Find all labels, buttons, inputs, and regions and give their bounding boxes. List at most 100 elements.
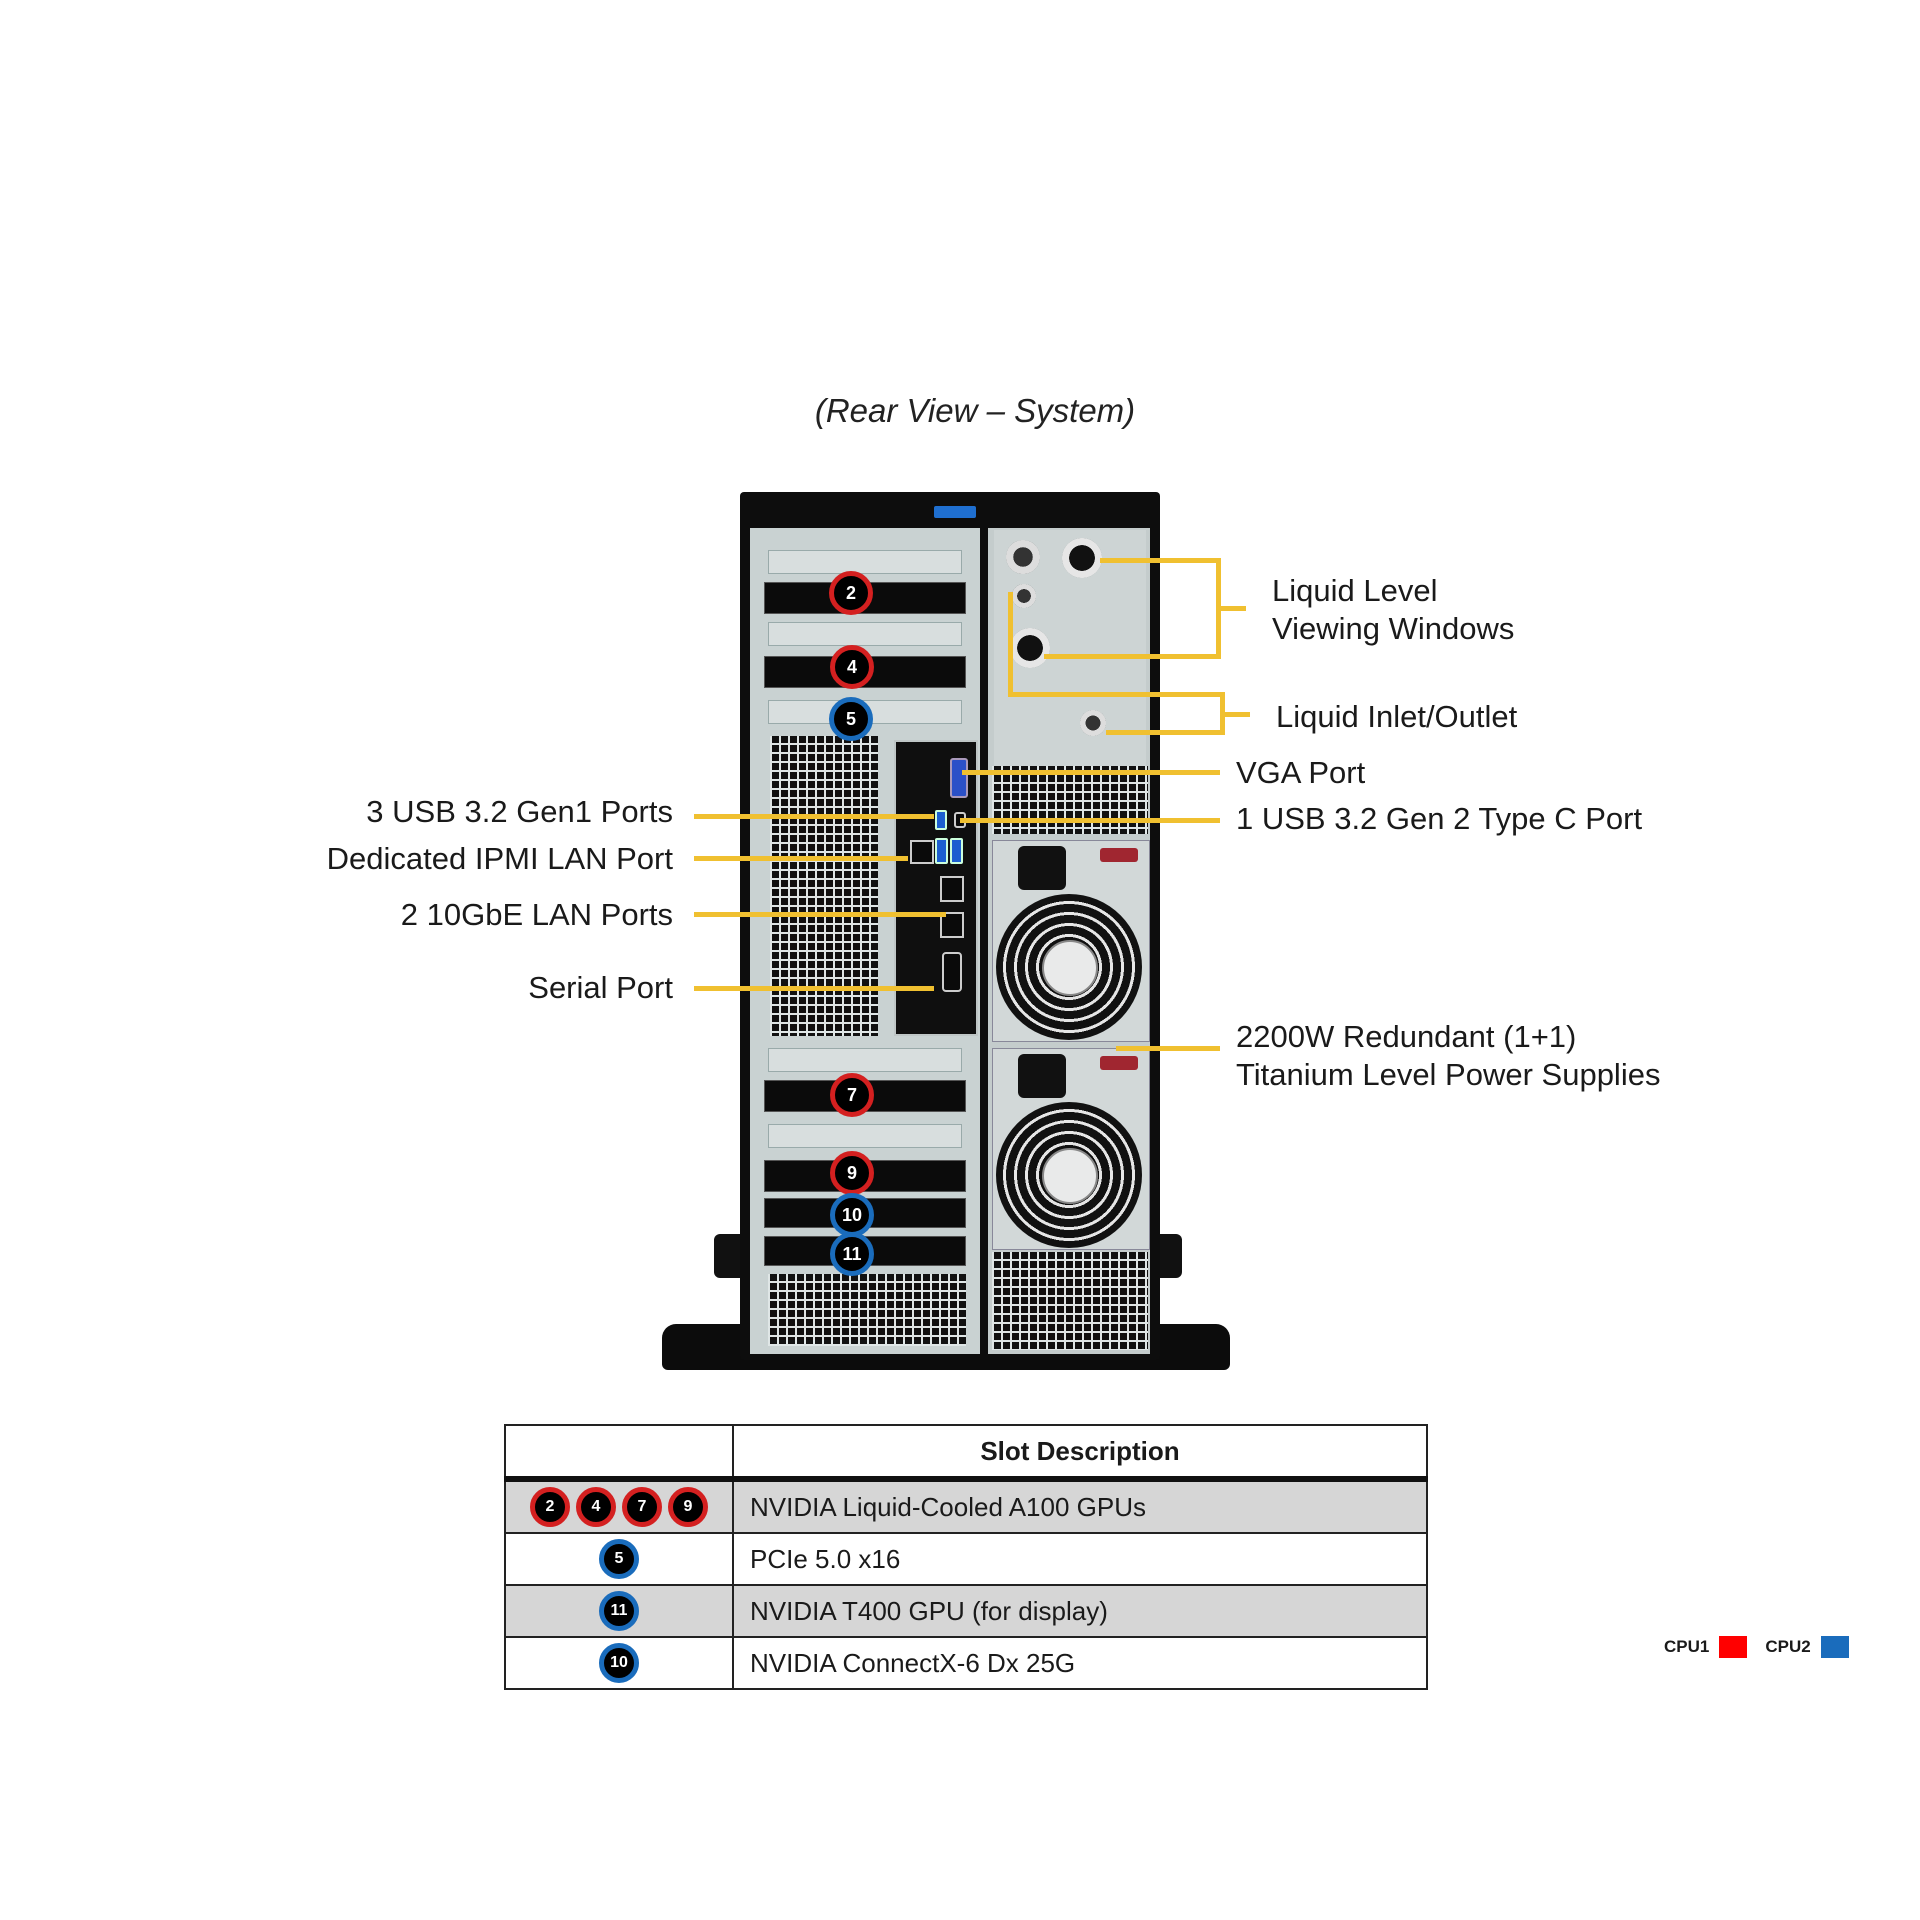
slot-badge-10: 10 — [830, 1193, 874, 1237]
slot-badges-cell: 5 — [504, 1532, 734, 1586]
slot-description: NVIDIA Liquid-Cooled A100 GPUs — [732, 1478, 1428, 1534]
liquid-level-window-1 — [1062, 538, 1102, 578]
slot-badge: 2 — [530, 1487, 570, 1527]
slot-bracket-blank — [768, 1124, 962, 1148]
vent-grille — [770, 736, 878, 1036]
callout-line — [694, 912, 946, 917]
callout-line — [1216, 606, 1246, 611]
vent-grille-bottom — [768, 1274, 966, 1346]
slot-number: 10 — [841, 1204, 863, 1225]
table-header-row: Slot Description — [504, 1424, 1428, 1482]
usb-port — [935, 838, 948, 864]
slot-description-table: Slot Description 2 4 7 9 NVIDIA Liquid-C… — [504, 1424, 1428, 1690]
slot-number: 7 — [846, 1084, 857, 1105]
label-line: Titanium Level Power Supplies — [1236, 1057, 1661, 1092]
label-line: Viewing Windows — [1272, 611, 1515, 646]
slot-number: 4 — [846, 656, 857, 677]
slot-number: 7 — [637, 1498, 647, 1515]
liquid-level-window-2 — [1010, 628, 1050, 668]
table-row: 5 PCIe 5.0 x16 — [504, 1532, 1428, 1586]
callout-line — [1044, 654, 1220, 659]
slot-number: 4 — [591, 1498, 601, 1515]
header-slots — [504, 1424, 734, 1482]
callout-line — [1100, 558, 1220, 563]
brand-logo — [934, 506, 976, 518]
callout-line — [694, 856, 908, 861]
slot-number: 2 — [545, 1498, 555, 1515]
slot-badge-5: 5 — [829, 697, 873, 741]
slot-description: NVIDIA T400 GPU (for display) — [732, 1584, 1428, 1638]
label-usb-type-c-port: 1 USB 3.2 Gen 2 Type C Port — [1236, 801, 1643, 836]
usb-port — [950, 838, 963, 864]
slot-number: 5 — [845, 708, 856, 729]
callout-line — [1008, 692, 1224, 697]
slot-badge: 5 — [599, 1539, 639, 1579]
power-inlet-1 — [1018, 846, 1066, 890]
slot-number: 2 — [845, 582, 856, 603]
slot-badge: 9 — [668, 1487, 708, 1527]
slot-number: 11 — [610, 1602, 628, 1619]
slot-badge-4: 4 — [830, 645, 874, 689]
liquid-inlet — [1012, 584, 1036, 608]
slot-number: 5 — [614, 1550, 624, 1567]
slot-bracket-blank — [768, 1048, 962, 1072]
callout-line — [962, 770, 1220, 775]
label-vga-port: VGA Port — [1236, 755, 1366, 790]
slot-description: NVIDIA ConnectX-6 Dx 25G — [732, 1636, 1428, 1690]
legend-swatch-cpu2 — [1820, 1636, 1849, 1658]
label-ipmi-lan-port: Dedicated IPMI LAN Port — [326, 841, 673, 876]
slot-bracket-blank — [768, 550, 962, 574]
callout-line — [1116, 1046, 1220, 1051]
header-slot-description: Slot Description — [732, 1424, 1428, 1482]
slot-number: 9 — [683, 1498, 693, 1515]
slot-number: 11 — [842, 1243, 862, 1264]
liquid-port — [1006, 540, 1040, 574]
label-10gbe-lan-ports: 2 10GbE LAN Ports — [400, 897, 673, 932]
label-usb-gen1-ports: 3 USB 3.2 Gen1 Ports — [366, 794, 673, 829]
diagram-caption: (Rear View – System) — [814, 392, 1136, 429]
fan-hub — [1042, 940, 1098, 996]
table-row: 11 NVIDIA T400 GPU (for display) — [504, 1584, 1428, 1638]
slot-badge: 7 — [622, 1487, 662, 1527]
label-serial-port: Serial Port — [528, 970, 673, 1005]
callout-bracket — [1008, 592, 1013, 696]
slot-badges-cell: 2 4 7 9 — [504, 1478, 734, 1534]
slot-badges-cell: 10 — [504, 1636, 734, 1690]
ipmi-lan-port — [910, 840, 934, 864]
callout-line — [694, 814, 934, 819]
slot-badge: 4 — [576, 1487, 616, 1527]
cpu-legend: CPU1 CPU2 — [1664, 1636, 1849, 1658]
label-line: 2200W Redundant (1+1) — [1236, 1019, 1577, 1054]
table-row: 10 NVIDIA ConnectX-6 Dx 25G — [504, 1636, 1428, 1690]
slot-badge-7: 7 — [830, 1073, 874, 1117]
vent-grille-psu-top — [992, 766, 1148, 834]
vga-port — [950, 758, 968, 798]
slot-badge-2: 2 — [829, 571, 873, 615]
legend-label-cpu2: CPU2 — [1765, 1637, 1811, 1656]
slot-badge-11: 11 — [830, 1232, 874, 1276]
slot-badge: 10 — [599, 1643, 639, 1683]
callout-line — [694, 986, 934, 991]
slot-badges-cell: 11 — [504, 1584, 734, 1638]
slot-number: 9 — [846, 1162, 857, 1183]
slot-badge-9: 9 — [830, 1151, 874, 1195]
callout-line — [1106, 730, 1224, 735]
slot-badge: 11 — [599, 1591, 639, 1631]
slot-number: 10 — [610, 1654, 628, 1671]
legend-swatch-cpu1 — [1719, 1636, 1748, 1658]
usb-port — [935, 810, 947, 830]
label-power-supplies: 2200W Redundant (1+1) Titanium Level Pow… — [1236, 1018, 1660, 1094]
slot-bracket-blank — [768, 622, 962, 646]
vent-grille-psu-bottom — [992, 1252, 1148, 1350]
label-liquid-level-viewing-windows: Liquid Level Viewing Windows — [1272, 572, 1514, 648]
psu-latch-1 — [1100, 848, 1138, 862]
table-row: 2 4 7 9 NVIDIA Liquid-Cooled A100 GPUs — [504, 1478, 1428, 1534]
label-liquid-inlet-outlet: Liquid Inlet/Outlet — [1276, 699, 1518, 734]
legend-label-cpu1: CPU1 — [1664, 1637, 1710, 1656]
psu-latch-2 — [1100, 1056, 1138, 1070]
label-line: Liquid Level — [1272, 573, 1438, 608]
callout-line — [1220, 712, 1250, 717]
power-inlet-2 — [1018, 1054, 1066, 1098]
slot-description: PCIe 5.0 x16 — [732, 1532, 1428, 1586]
lan-port-1 — [940, 876, 964, 902]
